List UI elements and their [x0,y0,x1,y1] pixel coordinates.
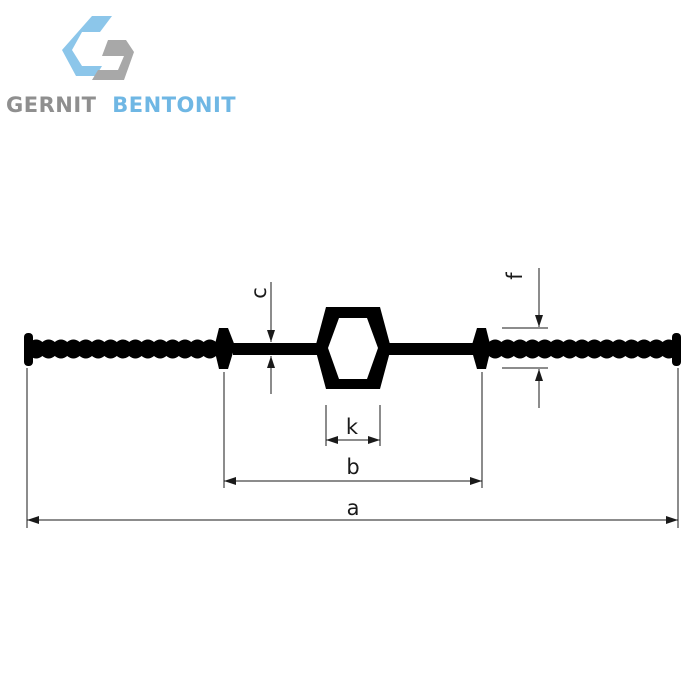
logo-word-gernit: GERNIT [6,93,97,117]
logo-mark-left-icon [62,16,112,76]
arrow-a-right [666,516,678,524]
label-k: k [346,415,359,439]
right-end-bulb [672,333,681,366]
arrow-f-bottom [535,369,543,381]
label-b: b [346,455,359,479]
right-stopper-bulb [471,328,491,369]
arrow-c-top [267,330,275,342]
left-ribbed-flange [30,339,216,359]
arrow-b-right [470,477,482,485]
label-c: c [247,287,271,299]
waterstop-profile [24,307,681,389]
arrow-a-left [27,516,39,524]
logo-mark-right-icon [92,40,134,80]
left-web [233,343,328,355]
logo-word-bentonit: BENTONIT [112,93,236,117]
arrow-c-bottom [267,356,275,368]
right-web [382,343,478,355]
arrow-b-left [224,477,236,485]
logo-mark-icon [62,16,134,80]
center-hollow-bulb [315,307,391,389]
label-a: a [347,496,360,520]
left-end-bulb [24,333,33,366]
left-stopper-bulb [214,328,235,369]
company-logo: GERNIT BENTONIT [6,16,236,117]
dimension-arrows [27,315,678,524]
arrow-f-top [535,315,543,327]
arrow-k-left [326,436,338,444]
arrow-k-right [368,436,380,444]
right-ribbed-flange [489,339,675,359]
svg-text:GERNIT BENTONIT: GERNIT BENTONIT [6,93,236,117]
label-f: f [503,272,527,280]
